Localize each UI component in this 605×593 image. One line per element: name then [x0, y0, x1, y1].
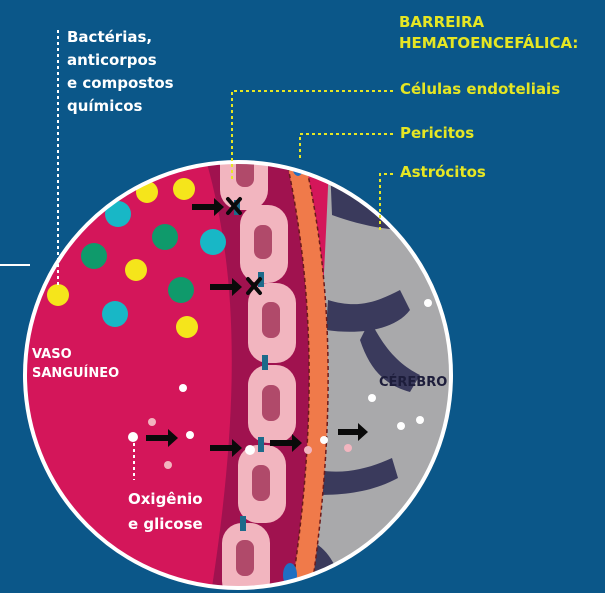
- chemical-particle: [81, 243, 107, 269]
- passing-arrow: [270, 434, 302, 452]
- passing-arrow: [146, 429, 178, 447]
- chemical-particle: [152, 224, 178, 250]
- blocked-particles: [47, 178, 226, 338]
- barrier-title: BARREIRA HEMATOENCEFÁLICA:: [399, 13, 579, 52]
- blood-vessel-label: VASO SANGUÍNEO: [32, 347, 120, 381]
- astrocyte-label: Astrócitos: [400, 163, 486, 181]
- blocked-arrow: [192, 198, 224, 216]
- passing-arrow: [210, 439, 242, 457]
- bacteria-particle: [47, 284, 69, 306]
- oxygen-glucose-label: Oxigênio e glicose: [128, 490, 203, 533]
- passing-arrow: [338, 423, 368, 441]
- blocked-x-marks: [226, 197, 262, 295]
- bacteria-label: Bactérias, anticorpos e compostos químic…: [67, 28, 174, 115]
- antibody-particle: [102, 301, 128, 327]
- bacteria-particle: [173, 178, 195, 200]
- pericyte-leader-line: [299, 133, 393, 158]
- chemical-particle: [168, 277, 194, 303]
- endothelial-cells: [220, 162, 296, 588]
- blocked-arrow: [210, 278, 242, 296]
- bacteria-particle: [176, 316, 198, 338]
- brain-label: CÉREBRO: [379, 375, 448, 390]
- bacteria-particle: [125, 259, 147, 281]
- antibody-particle: [105, 201, 131, 227]
- pericyte-label: Pericitos: [400, 124, 475, 142]
- pericyte-layer: [281, 162, 329, 588]
- zoom-circle-outline: [23, 160, 453, 590]
- antibody-particle: [200, 229, 226, 255]
- transport-arrows: [146, 198, 368, 457]
- oxygen-glucose-particles: [128, 299, 432, 469]
- endothelial-label: Células endoteliais: [400, 80, 561, 98]
- astrocyte-leader-line: [379, 173, 393, 232]
